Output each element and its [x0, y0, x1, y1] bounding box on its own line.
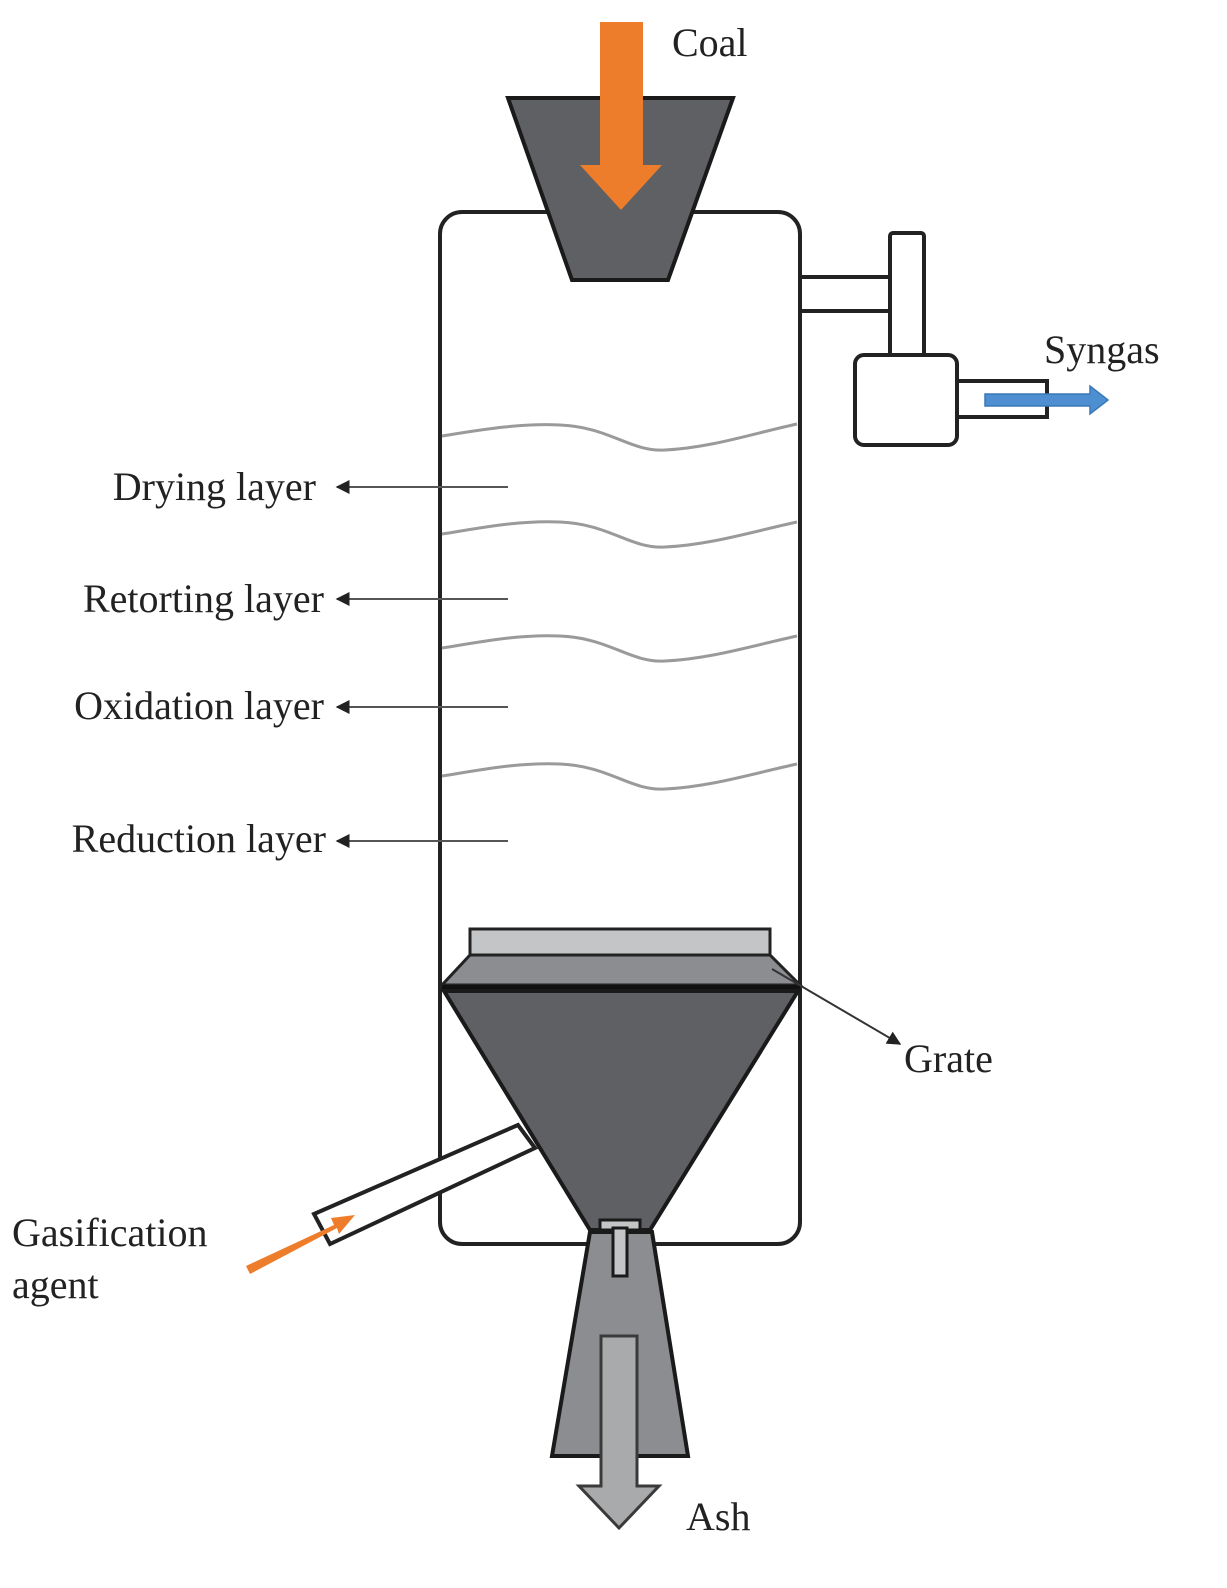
syngas-outlet-pipe [798, 231, 1049, 447]
grate [438, 927, 804, 991]
layer-boundary-2 [441, 520, 798, 549]
ash-discharge-stem [611, 1226, 629, 1278]
syngas-label: Syngas [1044, 327, 1160, 372]
gasification-agent-label-line1: Gasification [12, 1210, 208, 1255]
layer-boundary-4 [441, 762, 798, 791]
ash-label: Ash [686, 1494, 750, 1539]
layer-boundaries [441, 422, 798, 791]
gasification-agent-label-line2: agent [12, 1262, 99, 1307]
drying-layer-label: Drying layer [113, 464, 316, 509]
layer-pointers [335, 480, 508, 848]
coal-label: Coal [672, 20, 748, 65]
reduction-layer-label: Reduction layer [72, 816, 326, 861]
retorting-layer-label: Retorting layer [83, 576, 324, 621]
ash-flow-arrow [575, 1334, 663, 1531]
layer-boundary-1 [441, 422, 798, 452]
grate-label: Grate [904, 1036, 993, 1081]
layer-boundary-3 [441, 634, 798, 663]
coal-flow-arrow [580, 22, 662, 210]
gasification-flow-arrow [246, 1215, 355, 1274]
syngas-flow-arrow [984, 384, 1110, 416]
oxidation-layer-label: Oxidation layer [74, 683, 324, 728]
grate-pointer [771, 968, 902, 1045]
